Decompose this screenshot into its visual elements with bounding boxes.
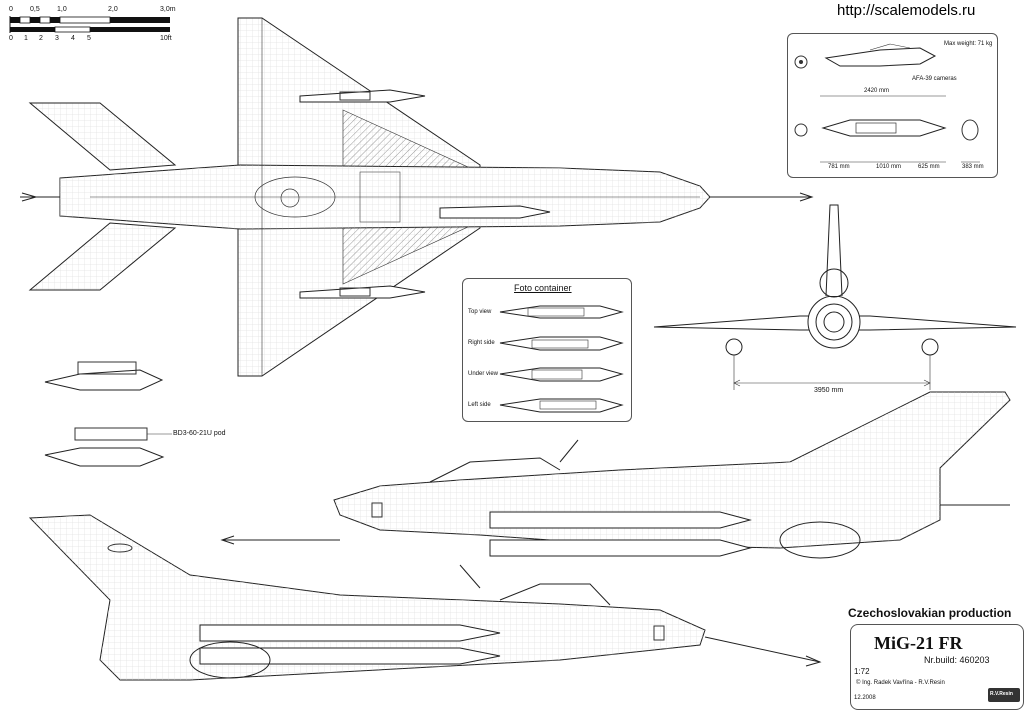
pod-label: BD3-60-21U pod bbox=[173, 430, 226, 437]
afa-dim-c: 625 mm bbox=[918, 164, 940, 170]
drawing-scale: 1:72 bbox=[854, 667, 870, 676]
scale-tick-ft-3: 3 bbox=[55, 35, 59, 42]
foto-container-drawing bbox=[499, 305, 624, 413]
afa-dim-a: 781 mm bbox=[828, 164, 850, 170]
model-title: MiG-21 FR bbox=[874, 633, 963, 653]
foto-view-under: Under view bbox=[468, 371, 499, 377]
drawing-date: 12.2008 bbox=[854, 695, 876, 701]
foto-container-box bbox=[462, 278, 632, 422]
span-dimension: 3950 mm bbox=[814, 387, 844, 394]
afa-dim-d: 383 mm bbox=[962, 164, 984, 170]
watermark-url: http://scalemodels.ru bbox=[835, 2, 978, 19]
foto-view-top: Top view bbox=[468, 309, 492, 315]
front-view bbox=[653, 204, 1017, 390]
production-label: Czechoslovakian production bbox=[848, 606, 1012, 620]
scale-tick-ft-5: 5 bbox=[87, 35, 91, 42]
afa-container-drawing bbox=[794, 43, 980, 163]
scale-tick-m-3: 3,0m bbox=[160, 6, 176, 13]
rvresin-logo bbox=[988, 688, 1020, 702]
logo-text: R.V.Resin bbox=[990, 691, 1013, 697]
scale-tick-ft-1: 1 bbox=[24, 35, 28, 42]
afa-camera-label: AFA-39 cameras bbox=[912, 76, 957, 82]
author-credit: © Ing. Radek Vavřína - R.V.Resin bbox=[856, 680, 945, 686]
top-view bbox=[20, 17, 814, 377]
scale-bar-graphic bbox=[9, 16, 170, 33]
afa-container-box bbox=[787, 33, 998, 178]
scale-tick-ft-2: 2 bbox=[39, 35, 43, 42]
side-view-right bbox=[220, 391, 1011, 559]
afa-dim-b: 1010 mm bbox=[876, 164, 902, 170]
scale-tick-m-1: 1,0 bbox=[57, 6, 67, 13]
pod-drawings bbox=[44, 361, 172, 467]
scale-tick-m-05: 0,5 bbox=[30, 6, 40, 13]
scale-tick-m-2: 2,0 bbox=[108, 6, 118, 13]
side-view-left bbox=[28, 514, 822, 681]
scale-tick-m-0: 0 bbox=[9, 6, 13, 13]
scale-tick-ft-10: 10ft bbox=[160, 35, 172, 42]
afa-dim-total: 2420 mm bbox=[864, 88, 890, 94]
build-number: Nr.build: 460203 bbox=[924, 655, 990, 665]
scale-tick-ft-0: 0 bbox=[9, 35, 13, 42]
foto-view-left: Left side bbox=[468, 402, 491, 408]
foto-view-right: Right side bbox=[468, 340, 495, 346]
foto-container-title: Foto container bbox=[514, 283, 572, 293]
afa-max-weight: Max weight: 71 kg bbox=[944, 41, 993, 47]
scale-tick-ft-4: 4 bbox=[71, 35, 75, 42]
